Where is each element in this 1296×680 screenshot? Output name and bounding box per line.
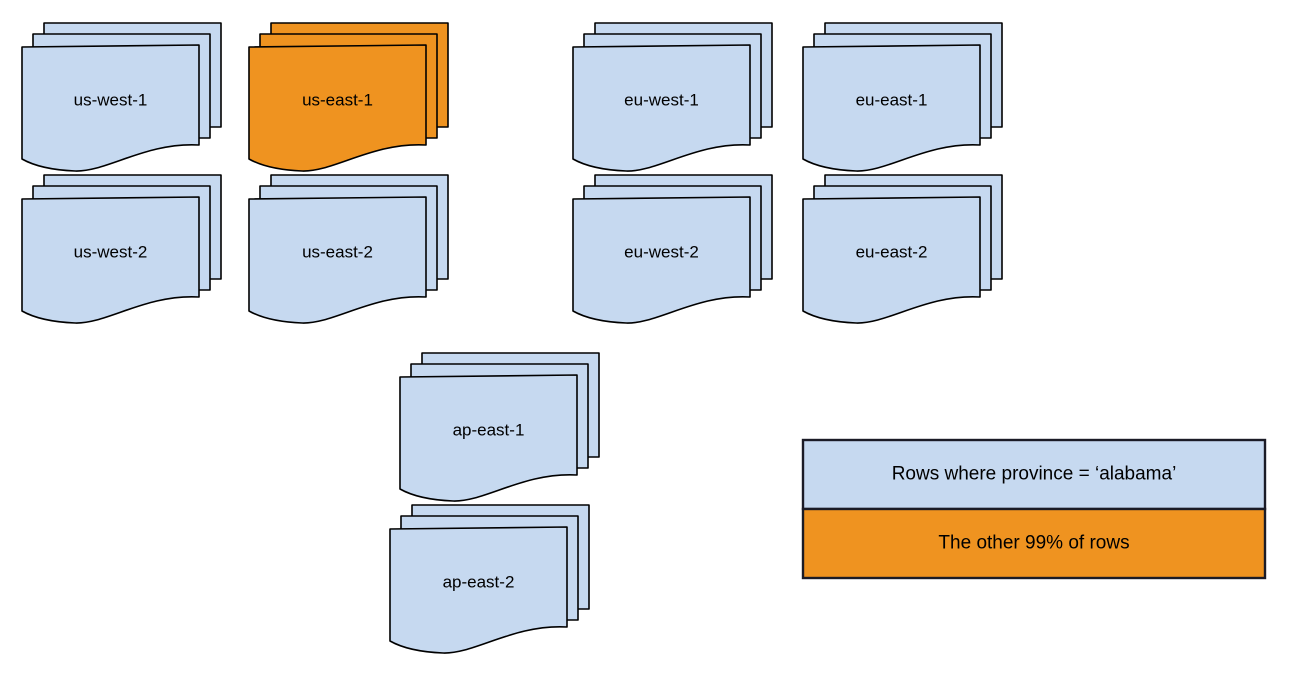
stack-front-page <box>572 44 751 172</box>
database-stack-us-east-1[interactable]: us-east-1 <box>248 22 449 172</box>
database-stack-eu-west-1[interactable]: eu-west-1 <box>572 22 773 172</box>
stack-front-page <box>399 374 578 502</box>
database-stack-eu-east-2[interactable]: eu-east-2 <box>802 174 1003 324</box>
legend-swatch-orange <box>801 507 1267 580</box>
legend-group: Rows where province = ‘alabama’The other… <box>801 438 1267 580</box>
stack-front-page <box>802 44 981 172</box>
database-stack-eu-east-1[interactable]: eu-east-1 <box>802 22 1003 172</box>
stack-front-page <box>21 44 200 172</box>
database-stack-us-east-2[interactable]: us-east-2 <box>248 174 449 324</box>
database-stack-eu-west-2[interactable]: eu-west-2 <box>572 174 773 324</box>
stack-front-page <box>802 196 981 324</box>
legend-row-other: The other 99% of rows <box>801 507 1267 580</box>
database-stack-ap-east-2[interactable]: ap-east-2 <box>389 504 590 654</box>
database-stack-us-west-2[interactable]: us-west-2 <box>21 174 222 324</box>
database-stack-ap-east-1[interactable]: ap-east-1 <box>399 352 600 502</box>
legend-row-alabama: Rows where province = ‘alabama’ <box>801 438 1267 511</box>
stack-front-page <box>21 196 200 324</box>
legend-swatch-blue <box>801 438 1267 511</box>
database-stack-us-west-1[interactable]: us-west-1 <box>21 22 222 172</box>
stack-front-page <box>389 526 568 654</box>
stack-front-page <box>248 44 427 172</box>
stack-front-page <box>572 196 751 324</box>
stack-front-page <box>248 196 427 324</box>
